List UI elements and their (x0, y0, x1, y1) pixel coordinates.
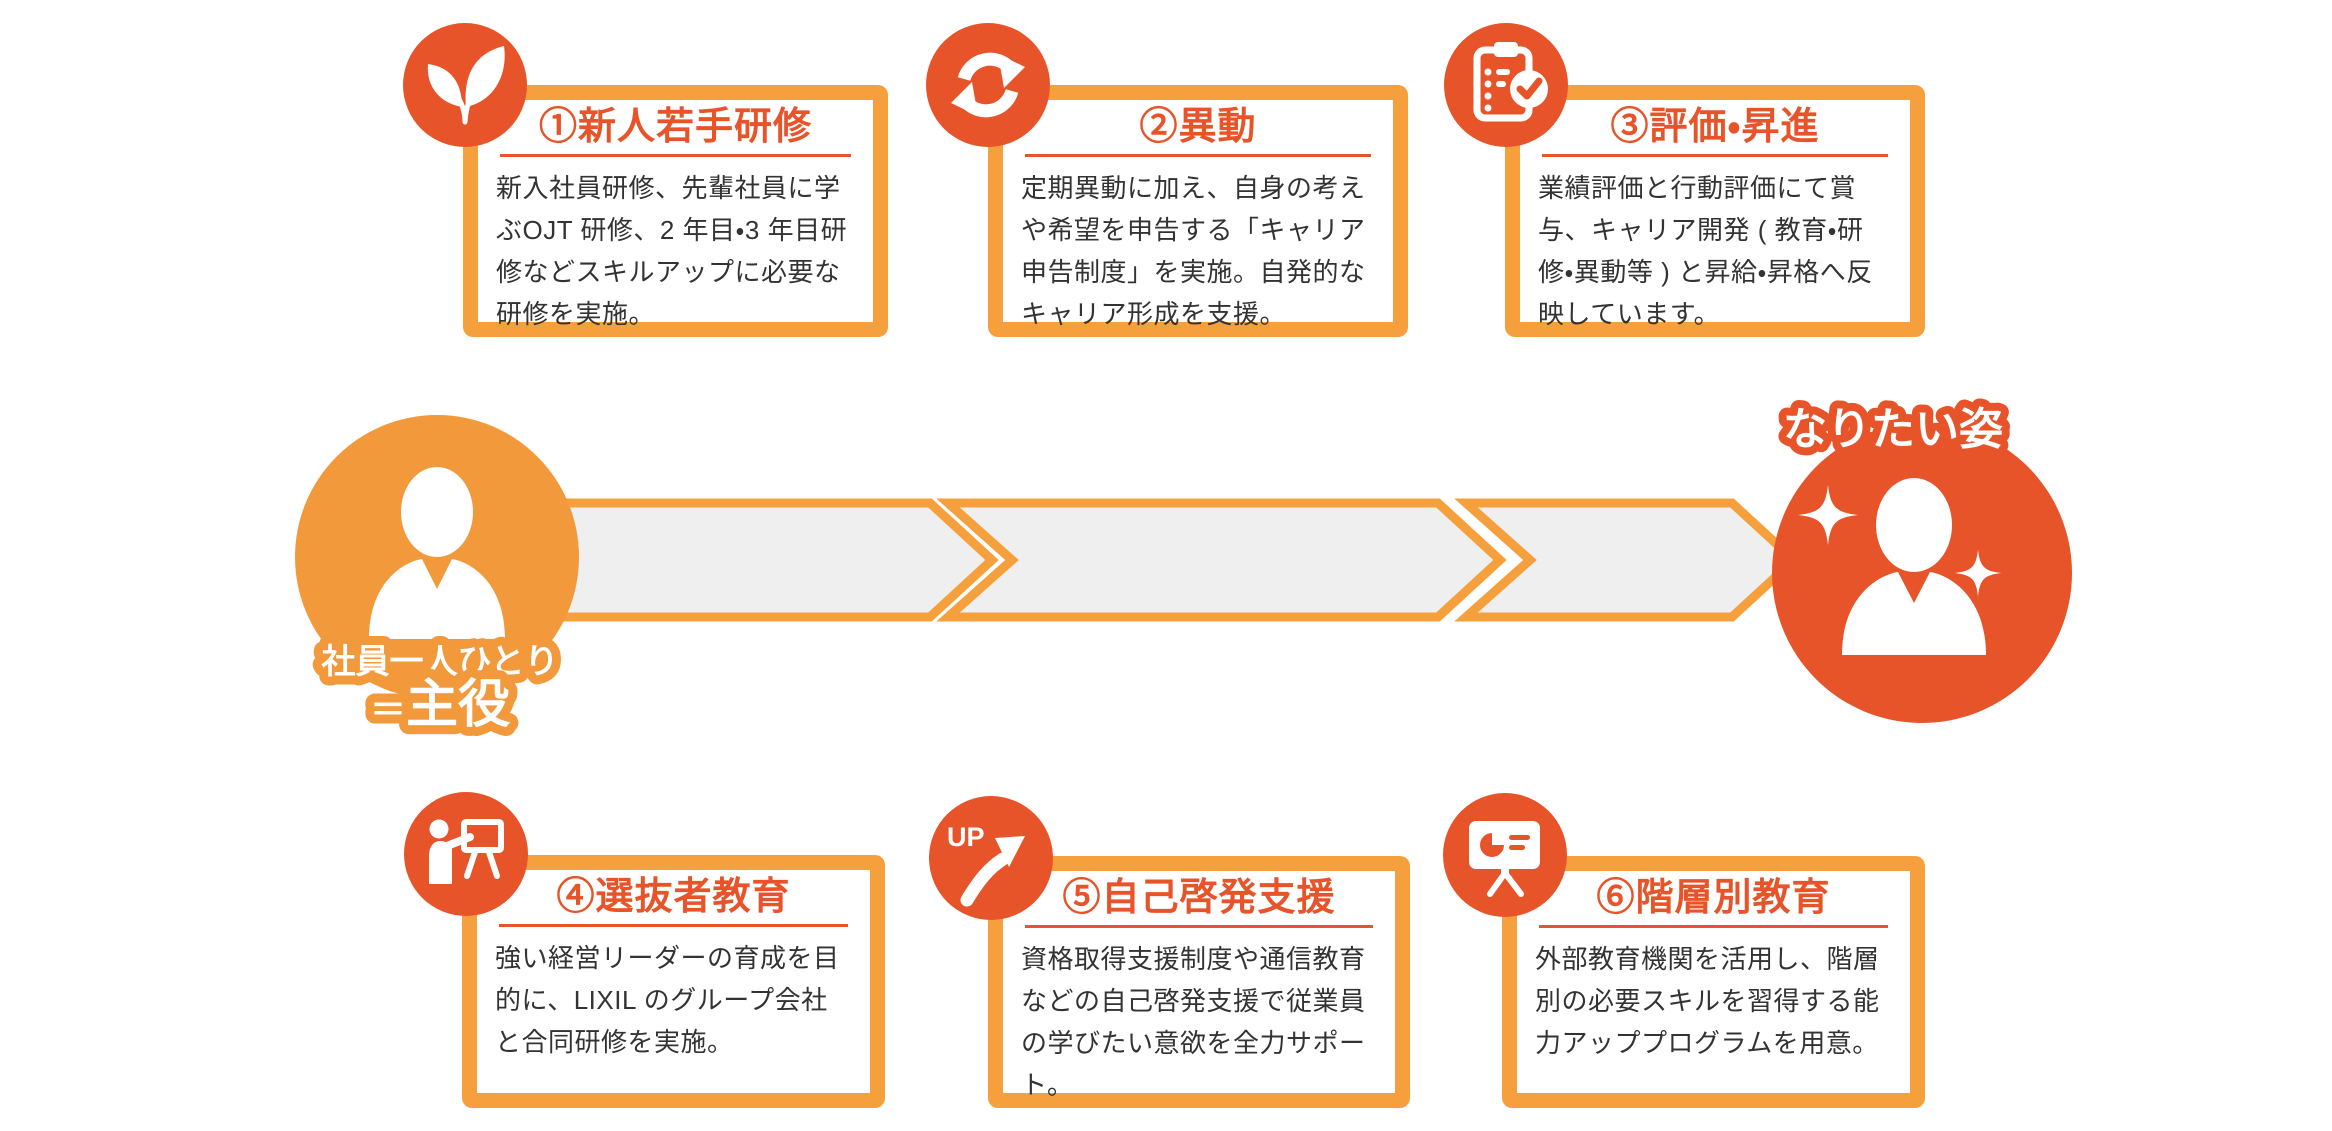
svg-text:＝主役: ＝主役 (370, 676, 511, 734)
title-underline (499, 923, 848, 927)
title-underline (1542, 153, 1888, 157)
card-title: ⑥階層別教育 (1596, 877, 1831, 919)
card-body: 定期異動に加え、自身の考えや希望を申告する「キャリア申告制度」を実施。自発的なキ… (1021, 172, 1366, 329)
sparkle-icon (1954, 549, 2002, 597)
title-underline (500, 153, 851, 157)
icon-circle-5: UP (929, 796, 1053, 920)
icon-circle-6 (1443, 793, 1567, 917)
start-label-line2: 主役 (406, 676, 511, 734)
icon-circle-4 (404, 792, 528, 916)
arrow-segment-3 (1454, 498, 1801, 622)
card-title: ②異動 (1139, 106, 1257, 148)
card-title: ①新人若手研修 (538, 106, 812, 148)
presenter-icon (429, 819, 504, 884)
card-evaluation-promotion: ③評価・昇進 業績評価と行動評価にて賞与、キャリア開発 ( 教育・研修・異動等 … (1505, 85, 1925, 337)
card-selected-education: ④選抜者教育 強い経営リーダーの育成を目的に、LIXIL のグループ会社と合同研… (462, 855, 885, 1108)
start-label: 社員一人ひとり ＝主役 (312, 634, 568, 743)
arrow-segment-2 (936, 498, 1507, 622)
start-label-eq: ＝ (370, 689, 406, 730)
title-underline (1025, 153, 1371, 157)
start-label-line1: 社員一人ひとり (321, 643, 559, 681)
process-arrow-band (540, 498, 1801, 622)
icon-circle-3 (1444, 23, 1568, 147)
icon-circle-1 (403, 23, 527, 147)
title-underline (1539, 924, 1888, 928)
up-badge: UP (947, 822, 985, 852)
card-new-employee-training: ①新人若手研修 新入社員研修、先輩社員に学ぶOJT 研修、2 年目・3 年目研修… (463, 85, 888, 337)
card-body: 強い経営リーダーの育成を目的に、LIXIL のグループ会社と合同研修を実施。 (495, 942, 840, 1057)
presentation-screen-icon (1469, 821, 1540, 897)
title-underline (1025, 924, 1373, 928)
card-body: 業績評価と行動評価にて賞与、キャリア開発 ( 教育・研修・異動等 ) と昇給・昇… (1538, 172, 1873, 329)
sprout-icon (427, 46, 505, 125)
icon-circle-2 (926, 23, 1050, 147)
arrow-segment-1 (540, 498, 999, 622)
goal-label-text: なりたい姿 (1783, 405, 2003, 454)
card-title: ③評価・昇進 (1610, 106, 1820, 148)
start-employee-circle (295, 415, 579, 699)
card-tiered-education: ⑥階層別教育 外部教育機関を活用し、階層別の必要スキルを習得する能力アッププログ… (1502, 856, 1925, 1108)
sparkle-icon (1798, 485, 1858, 545)
card-body: 新入社員研修、先輩社員に学ぶOJT 研修、2 年目・3 年目研修などスキルアップ… (496, 172, 848, 329)
rotate-arrows-icon (951, 52, 1025, 118)
card-self-development: ⑤自己啓発支援 資格取得支援制度や通信教育などの自己啓発支援で従業員の学びたい意… (988, 856, 1410, 1108)
goal-circle (1772, 423, 2072, 723)
card-title: ⑤自己啓発支援 (1062, 877, 1336, 919)
up-arrow-icon: UP (947, 822, 1025, 907)
clipboard-check-icon (1473, 42, 1548, 122)
card-transfer: ②異動 定期異動に加え、自身の考えや希望を申告する「キャリア申告制度」を実施。自… (988, 85, 1408, 337)
goal-label: なりたい姿 (1775, 397, 2011, 462)
card-title: ④選抜者教育 (556, 876, 791, 918)
person-sparkle-icon (1798, 478, 2002, 655)
card-body: 資格取得支援制度や通信教育などの自己啓発支援で従業員の学びたい意欲を全力サポート… (1021, 943, 1366, 1100)
card-body: 外部教育機関を活用し、階層別の必要スキルを習得する能力アッププログラムを用意。 (1535, 943, 1880, 1058)
person-icon (369, 467, 505, 639)
